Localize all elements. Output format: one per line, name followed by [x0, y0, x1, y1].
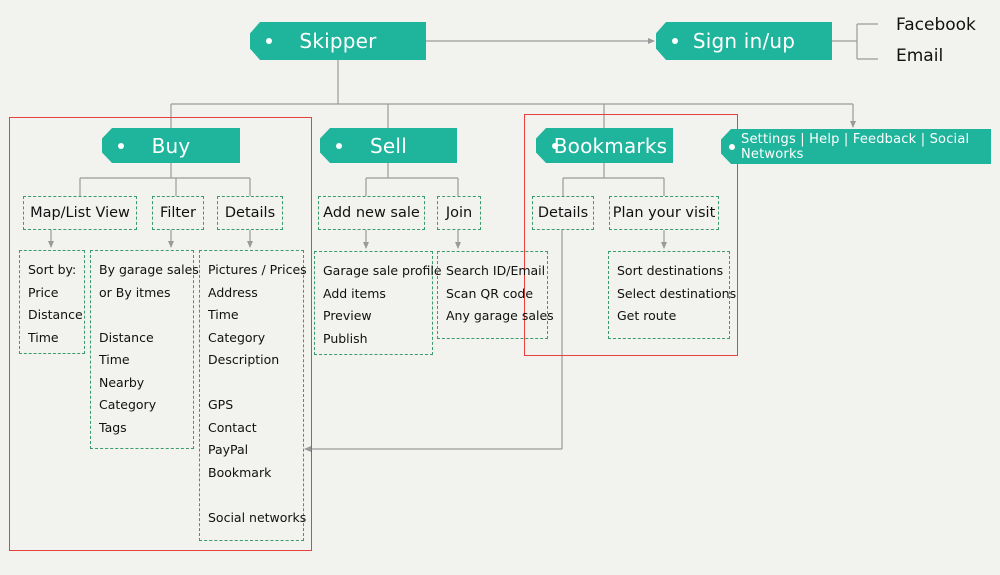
list-item[interactable]: Scan QR code — [446, 285, 534, 301]
list-item[interactable]: Preview — [323, 308, 372, 323]
sign-in-node[interactable]: Sign in/up — [656, 22, 832, 60]
sell-node[interactable]: Sell — [320, 128, 457, 163]
list-spacer — [99, 304, 185, 327]
bookmarks-highlight-frame — [524, 114, 738, 356]
bullet-icon — [118, 142, 124, 149]
bullet-icon — [336, 142, 342, 149]
list-item[interactable]: Category — [99, 397, 157, 412]
filter-box[interactable]: Filter — [152, 196, 204, 230]
skipper-node[interactable]: Skipper — [250, 22, 426, 60]
details-list-box: Pictures / Prices Address Time Category … — [199, 250, 307, 541]
plan-visit-label: Plan your visit — [612, 205, 716, 221]
sign-in-label: Sign in/up — [692, 29, 796, 53]
list-item[interactable]: Sort destinations — [617, 263, 724, 278]
list-item[interactable]: Add items — [323, 285, 386, 301]
sort-list-box: Sort by: Price Distance Time — [19, 250, 85, 354]
sort-by-label: Sort by: — [28, 262, 77, 277]
add-new-sale-box[interactable]: Add new sale — [318, 196, 425, 230]
list-item[interactable]: Price — [28, 284, 59, 300]
list-item[interactable]: Time — [28, 329, 59, 345]
settings-label: Settings | Help | Feedback | Social Netw… — [741, 131, 970, 162]
list-item[interactable]: GPS — [208, 397, 234, 412]
list-item[interactable]: Get route — [617, 308, 677, 323]
list-item[interactable]: By garage sales — [99, 262, 199, 277]
list-item[interactable]: or By itmes — [99, 284, 171, 300]
bullet-icon — [672, 38, 678, 44]
list-item[interactable]: Description — [208, 352, 280, 367]
add-sale-list-box: Garage sale profile Add items Preview Pu… — [314, 251, 442, 355]
buy-label: Buy — [151, 133, 191, 158]
list-item[interactable]: Category — [208, 329, 266, 345]
sell-label: Sell — [370, 133, 407, 158]
list-item[interactable]: Pictures / Prices — [208, 262, 307, 277]
list-item[interactable]: Distance — [99, 329, 154, 345]
bookmarks-node[interactable]: Bookmarks — [536, 128, 673, 163]
map-list-view-box[interactable]: Map/List View — [23, 196, 137, 230]
join-box[interactable]: Join — [437, 196, 481, 230]
buy-highlight-frame — [9, 117, 312, 551]
join-label: Join — [445, 205, 473, 221]
filter-label: Filter — [160, 205, 196, 221]
list-item[interactable]: Time — [99, 352, 130, 367]
email-option[interactable]: Email — [896, 46, 944, 66]
list-item[interactable]: Nearby — [99, 374, 145, 390]
plan-list-box: Sort destinations Select destinations Ge… — [608, 251, 737, 339]
list-item[interactable]: Garage sale profile — [323, 263, 442, 278]
bookmarks-details-box[interactable]: Details — [532, 196, 594, 230]
bullet-icon — [729, 143, 735, 150]
join-list-box: Search ID/Email Scan QR code Any garage … — [437, 251, 554, 339]
list-item[interactable]: Social networks — [208, 509, 307, 525]
buy-details-label: Details — [224, 205, 276, 221]
list-item[interactable]: Time — [208, 307, 239, 322]
bookmarks-label: Bookmarks — [553, 133, 668, 158]
list-item[interactable]: Tags — [99, 419, 127, 435]
list-spacer — [208, 484, 295, 507]
buy-node[interactable]: Buy — [102, 128, 240, 163]
list-item[interactable]: Publish — [323, 330, 368, 346]
list-item[interactable]: Any garage sales — [446, 308, 554, 323]
skipper-label: Skipper — [299, 29, 377, 53]
list-item[interactable]: Bookmark — [208, 464, 272, 480]
buy-details-box[interactable]: Details — [217, 196, 283, 230]
map-list-view-label: Map/List View — [30, 205, 130, 221]
add-new-sale-label: Add new sale — [323, 205, 420, 221]
list-spacer — [208, 372, 295, 395]
list-item[interactable]: Contact — [208, 419, 257, 435]
list-item[interactable]: Search ID/Email — [446, 263, 546, 278]
bullet-icon — [552, 142, 558, 149]
plan-visit-box[interactable]: Plan your visit — [609, 196, 719, 230]
settings-node[interactable]: Settings | Help | Feedback | Social Netw… — [721, 129, 991, 164]
filter-list-box: By garage sales or By itmes Distance Tim… — [90, 250, 199, 449]
facebook-option[interactable]: Facebook — [896, 15, 976, 35]
list-item[interactable]: PayPal — [208, 442, 249, 457]
list-item[interactable]: Distance — [28, 307, 83, 322]
list-item[interactable]: Address — [208, 284, 258, 300]
bookmarks-details-label: Details — [537, 205, 589, 221]
bullet-icon — [266, 38, 272, 44]
list-item[interactable]: Select destinations — [617, 285, 737, 301]
